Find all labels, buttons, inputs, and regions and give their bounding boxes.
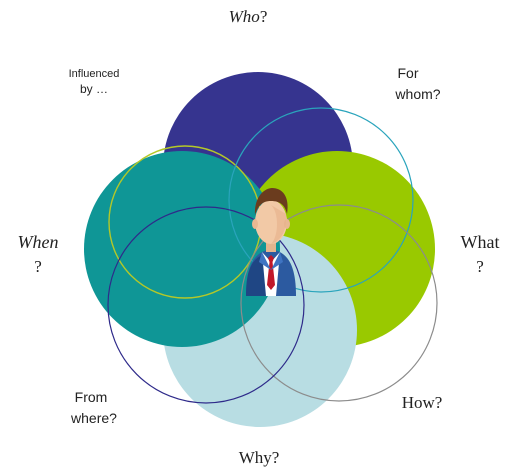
- when-label-line2: ?: [34, 257, 42, 276]
- when-label-line1: When: [18, 232, 59, 252]
- who-word: Who: [229, 7, 260, 26]
- what-label-line2: ?: [476, 257, 484, 276]
- businessman-icon: [246, 188, 296, 296]
- how-ring: [240, 204, 438, 402]
- why-label: Why?: [239, 448, 280, 467]
- for-whom-ring: [228, 107, 414, 293]
- what-label-line1: What: [461, 232, 500, 252]
- from-where-label-line1: From: [75, 389, 108, 405]
- for-whom-label-line1: For: [398, 65, 419, 81]
- when-petal: [84, 151, 280, 347]
- how-label: How?: [402, 393, 443, 412]
- from-where-ring: [107, 206, 305, 404]
- for-whom-label-line2: whom?: [394, 86, 440, 102]
- who-label: Who?: [229, 7, 268, 26]
- from-where-label-line2: where?: [70, 410, 117, 426]
- influenced-by-label-line1: Influenced: [69, 68, 120, 80]
- influenced-by-label-line2: by …: [80, 82, 108, 96]
- who-question-mark: ?: [260, 7, 268, 26]
